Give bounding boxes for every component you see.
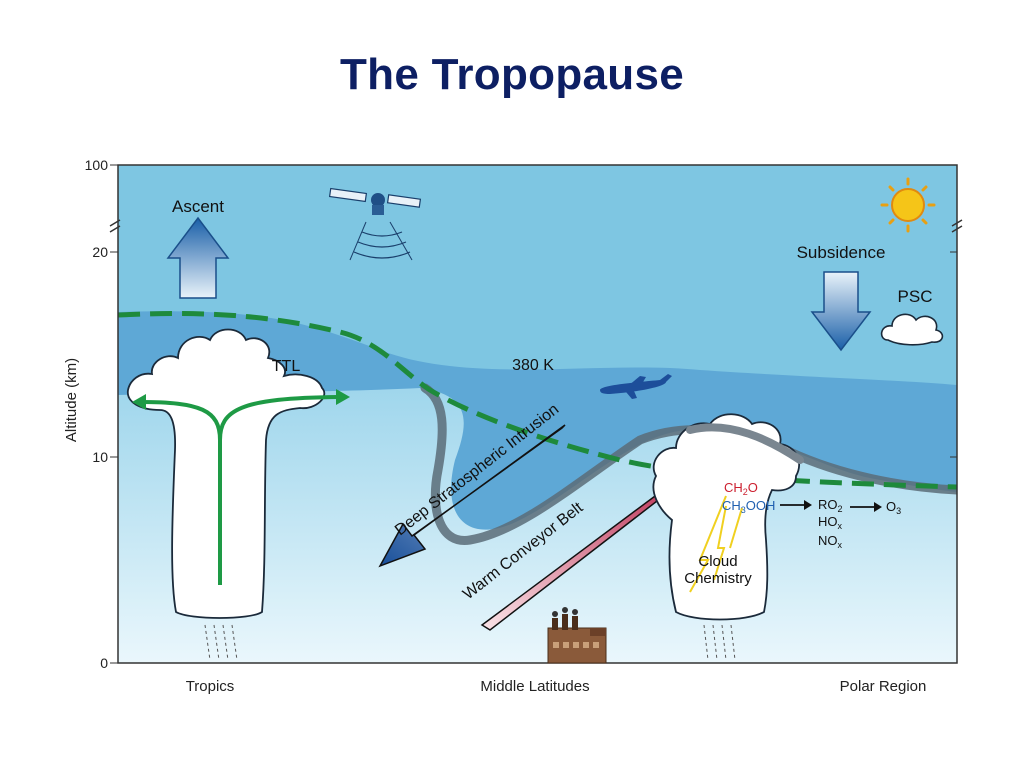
psc-label: PSC <box>898 287 933 306</box>
y-axis-label: Altitude (km) <box>63 358 80 442</box>
subsidence-arrow <box>810 271 872 352</box>
region-middle-latitudes: Middle Latitudes <box>480 678 589 695</box>
airplane-icon <box>600 374 672 399</box>
factory-icon <box>547 607 607 664</box>
nox-label: NOx <box>818 533 843 550</box>
axis-break-right <box>951 219 963 233</box>
cloud-chemistry-label-2: Chemistry <box>684 570 752 587</box>
ttl-label: TTL <box>272 358 301 375</box>
chemistry-arrow-1 <box>780 500 812 510</box>
axis-break-left <box>109 219 121 233</box>
chemistry-arrow-2 <box>850 502 882 512</box>
isentrope-label: 380 K <box>512 357 554 374</box>
region-tropics: Tropics <box>186 678 235 695</box>
o3-label: O3 <box>886 499 901 516</box>
ro2-label: RO2 <box>818 497 843 514</box>
page-title: The Tropopause <box>339 50 685 99</box>
subsidence-label: Subsidence <box>797 243 886 262</box>
y-tick-10: 10 <box>92 449 108 465</box>
midlatitude-cloud <box>652 413 804 661</box>
y-tick-0: 0 <box>100 655 108 671</box>
ascent-arrow <box>166 216 230 299</box>
region-polar: Polar Region <box>840 678 927 695</box>
y-tick-20: 20 <box>92 244 108 260</box>
satellite-icon <box>328 187 422 261</box>
ch2o-label: CH2O <box>724 480 758 497</box>
psc-cloud <box>880 313 944 346</box>
y-tick-100: 100 <box>85 157 109 173</box>
cloud-chemistry-label-1: Cloud <box>698 553 737 570</box>
stratospheric-intrusion-arrow <box>378 424 566 568</box>
tropopause-fold <box>420 383 957 545</box>
plot-frame <box>117 164 958 664</box>
ch3ooh-label: CH3OOH <box>722 498 775 515</box>
y-axis: 100 20 10 0 Altitude (km) <box>63 157 963 671</box>
outflow-arrow <box>132 389 350 585</box>
hox-label: HOx <box>818 514 843 531</box>
ascent-label: Ascent <box>172 197 224 216</box>
sun-icon <box>880 177 936 233</box>
